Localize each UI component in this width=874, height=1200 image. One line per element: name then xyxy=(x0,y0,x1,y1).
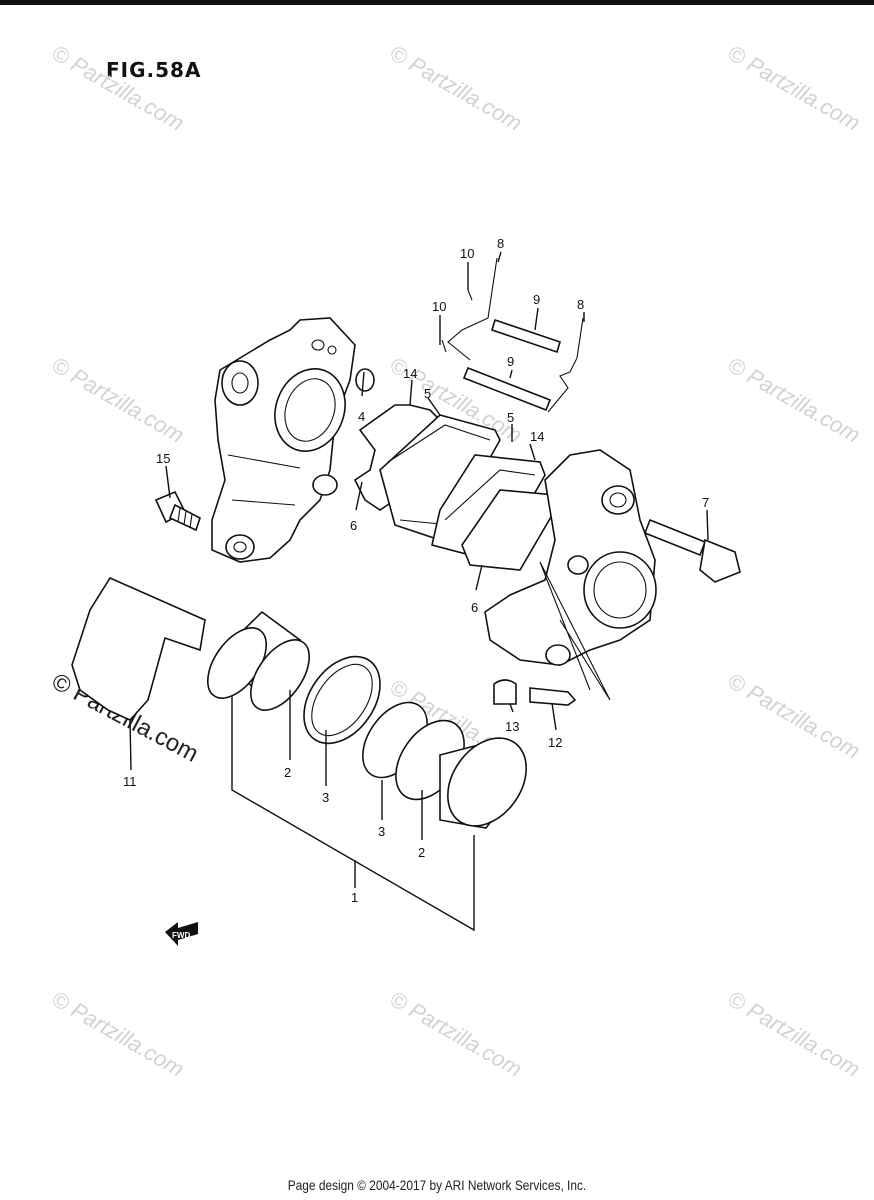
callout-label: 3 xyxy=(378,824,385,839)
caliper-body xyxy=(484,449,657,701)
washer-4 xyxy=(355,368,375,392)
figure-title: FIG.58A xyxy=(106,58,202,82)
callout-label: 14 xyxy=(530,429,544,444)
callout-label: 6 xyxy=(350,518,357,533)
callout-label: 12 xyxy=(548,735,562,750)
callout-label: 2 xyxy=(418,845,425,860)
callout-label: 13 xyxy=(505,719,519,734)
callout-label: 6 xyxy=(471,600,478,615)
bolt-7 xyxy=(643,518,741,583)
callout-label: 8 xyxy=(497,236,504,251)
callout-label: 1 xyxy=(351,890,358,905)
footer-copyright: Page design © 2004-2017 by ARI Network S… xyxy=(287,1177,587,1193)
callout-label: 9 xyxy=(507,354,514,369)
leader-lines xyxy=(129,251,709,932)
callout-label: 10 xyxy=(432,299,446,314)
pad-pins xyxy=(462,318,561,412)
callout-label: 2 xyxy=(284,765,291,780)
callout-label: 5 xyxy=(424,386,431,401)
callout-label: 14 xyxy=(403,366,417,381)
brake-pads xyxy=(353,404,556,571)
callout-label: 10 xyxy=(460,246,474,261)
bleeder-cap-13 xyxy=(493,679,517,705)
callout-label: 11 xyxy=(123,774,137,789)
callout-labels: 1 2 2 3 3 4 5 5 6 6 7 8 8 9 9 10 10 11 1… xyxy=(123,236,709,905)
callout-label: 5 xyxy=(507,410,514,425)
callout-label: 3 xyxy=(322,790,329,805)
callout-label: 7 xyxy=(702,495,709,510)
pad-springs xyxy=(441,257,584,413)
bleeder-valve-12 xyxy=(529,687,577,706)
pistons-seals xyxy=(207,610,527,829)
bolt-15 xyxy=(154,490,201,532)
callout-label: 8 xyxy=(577,297,584,312)
top-border xyxy=(0,0,874,5)
caliper-cover-11 xyxy=(71,576,206,721)
callout-label: 9 xyxy=(533,292,540,307)
callout-label: 4 xyxy=(358,409,365,424)
forward-label: FWD xyxy=(172,931,190,940)
forward-arrow-icon: FWD xyxy=(165,922,198,946)
caliper-bracket xyxy=(211,317,356,563)
callout-label: 15 xyxy=(156,451,170,466)
